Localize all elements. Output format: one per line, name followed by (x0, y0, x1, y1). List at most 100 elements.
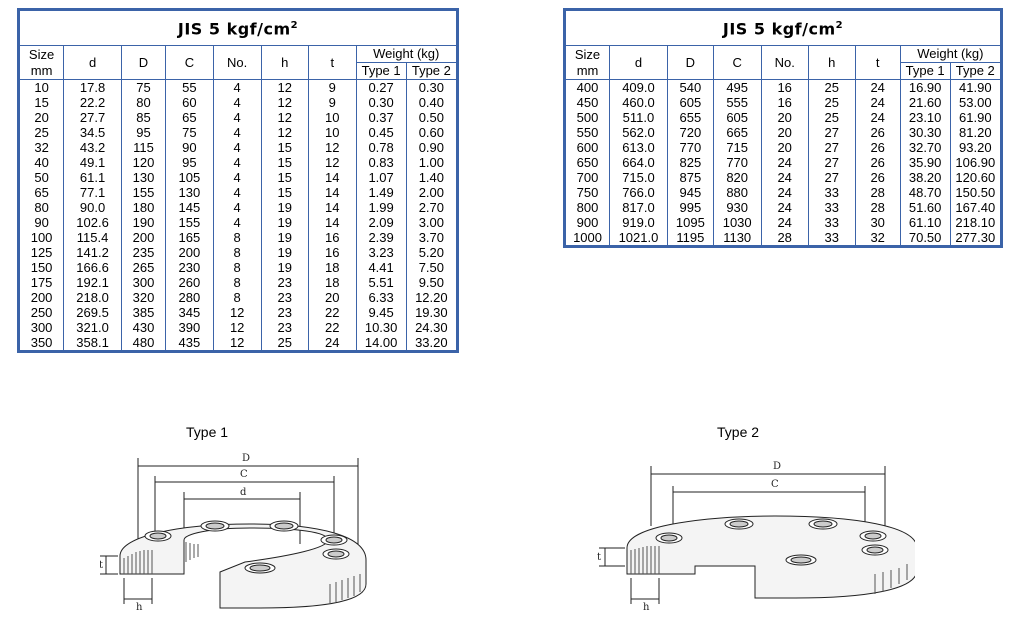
table-cell: 12 (260, 79, 310, 95)
table-cell: 4 (212, 95, 262, 110)
table-cell: 218.10 (949, 215, 1003, 230)
table-cell: 30 (854, 215, 901, 230)
table-cell: 820 (712, 170, 762, 185)
table-cell: 358.1 (63, 335, 122, 352)
table-cell: 12 (212, 335, 262, 352)
col-weight: Weight (kg) (355, 45, 459, 63)
table-cell: 1195 (666, 230, 714, 247)
table-cell: 14 (308, 185, 357, 200)
table-cell: 12 (260, 125, 310, 140)
table-cell: 605 (712, 110, 762, 125)
col-weight: Weight (kg) (899, 45, 1003, 63)
table-cell: 4 (212, 140, 262, 155)
table-cell: 35.90 (899, 155, 951, 170)
table-cell: 150.50 (949, 185, 1003, 200)
table-cell: 25 (17, 125, 65, 140)
table-cell: 22 (308, 305, 357, 320)
label-h: h (643, 602, 650, 613)
table-cell: 715 (712, 140, 762, 155)
table-cell: 14 (308, 215, 357, 230)
table-cell: 145 (164, 200, 214, 215)
diagram-caption-type1: Type 1 (186, 424, 229, 440)
table-cell: 90 (164, 140, 214, 155)
table-cell: 115.4 (63, 230, 122, 245)
table-cell: 30.30 (899, 125, 951, 140)
col-type1: Type 1 (899, 62, 951, 80)
table-cell: 1.99 (355, 200, 407, 215)
col-D: D (121, 45, 166, 80)
col-d: d (63, 45, 122, 80)
table-cell: 192.1 (63, 275, 122, 290)
table-cell: 95 (164, 155, 214, 170)
table-cell: 12 (308, 140, 357, 155)
table-cell: 120.60 (949, 170, 1003, 185)
table-cell: 2.00 (405, 185, 459, 200)
table-cell: 321.0 (63, 320, 122, 335)
table-cell: 24 (760, 170, 809, 185)
table-cell: 15 (260, 155, 310, 170)
table-cell: 1000 (563, 230, 611, 247)
table-cell: 24 (308, 335, 357, 352)
table-cell: 15 (260, 185, 310, 200)
table-cell: 9.50 (405, 275, 459, 290)
table-cell: 48.70 (899, 185, 951, 200)
table-cell: 0.30 (355, 95, 407, 110)
table-cell: 38.20 (899, 170, 951, 185)
table-cell: 6.33 (355, 290, 407, 305)
label-D: D (773, 461, 781, 472)
table-cell: 995 (666, 200, 714, 215)
table-cell: 93.20 (949, 140, 1003, 155)
label-h: h (136, 602, 143, 613)
table-cell: 700 (563, 170, 611, 185)
table-cell: 120 (121, 155, 166, 170)
table-cell: 26 (854, 140, 901, 155)
table-cell: 33 (807, 185, 856, 200)
table-cell: 8 (212, 260, 262, 275)
table-cell: 1030 (712, 215, 762, 230)
table-cell: 4 (212, 170, 262, 185)
table-cell: 25 (260, 335, 310, 352)
table-cell: 27 (807, 125, 856, 140)
table-cell: 106.90 (949, 155, 1003, 170)
table-cell: 4 (212, 110, 262, 125)
table-cell: 0.40 (405, 95, 459, 110)
table-cell: 16.90 (899, 79, 951, 95)
table-cell: 61.90 (949, 110, 1003, 125)
table-cell: 75 (164, 125, 214, 140)
table-cell: 2.39 (355, 230, 407, 245)
table-cell: 200 (121, 230, 166, 245)
table-cell: 4.41 (355, 260, 407, 275)
table-cell: 17.8 (63, 79, 122, 95)
col-t: t (308, 45, 357, 80)
table-cell: 0.30 (405, 79, 459, 95)
table-cell: 875 (666, 170, 714, 185)
table-cell: 4 (212, 185, 262, 200)
table-cell: 20 (760, 125, 809, 140)
table-cell: 550 (563, 125, 611, 140)
table-cell: 350 (17, 335, 65, 352)
table-cell: 20 (308, 290, 357, 305)
table-cell: 19 (260, 215, 310, 230)
table-cell: 125 (17, 245, 65, 260)
table-cell: 80 (17, 200, 65, 215)
table-cell: 167.40 (949, 200, 1003, 215)
table-cell: 12.20 (405, 290, 459, 305)
label-t: t (100, 560, 103, 571)
table-cell: 15 (260, 170, 310, 185)
table-cell: 218.0 (63, 290, 122, 305)
table-cell: 26 (854, 170, 901, 185)
table-cell: 385 (121, 305, 166, 320)
table-cell: 460.0 (609, 95, 668, 110)
